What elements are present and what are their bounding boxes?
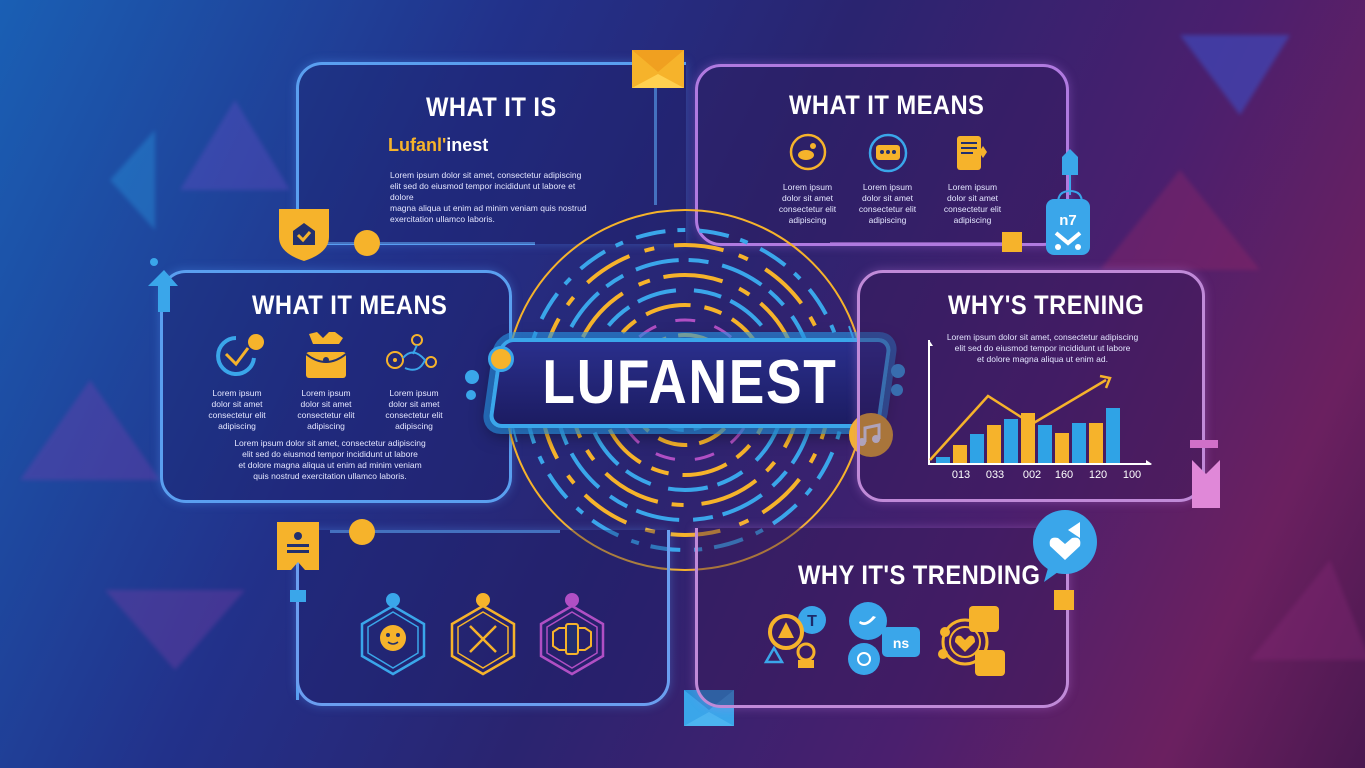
chart-bar xyxy=(936,457,950,463)
heart-speech-bubble-icon xyxy=(1030,510,1100,589)
brand-subtitle: Lufanl'inest xyxy=(388,135,488,156)
chart-x-tick: 100 xyxy=(1122,469,1142,481)
decor-dot xyxy=(891,364,905,378)
bookmark-icon xyxy=(1190,440,1224,517)
chart-x-axis xyxy=(928,463,1150,465)
ticket-hex-badge-icon xyxy=(539,592,605,681)
panel-title-what-it-means-top: WHAT IT MEANS xyxy=(789,90,985,120)
trend-chart xyxy=(928,340,1153,465)
center-title: LUFANEST xyxy=(542,348,838,417)
bg-triangle xyxy=(105,590,245,670)
bg-triangle xyxy=(1250,560,1365,660)
bg-triangle xyxy=(1180,35,1290,115)
chart-bar xyxy=(987,425,1001,463)
panel-what-it-means-left xyxy=(160,270,512,503)
what-it-is-body: Lorem ipsum dolor sit amet, consectetur … xyxy=(390,170,587,224)
bell-icon xyxy=(488,346,514,372)
crown-tag-icon xyxy=(277,522,319,577)
connector-dot xyxy=(349,519,375,545)
whys-trening-body: Lorem ipsum dolor sit amet, consectetur … xyxy=(946,332,1139,364)
envelope-icon xyxy=(632,50,684,93)
chart-x-tick: 160 xyxy=(1054,469,1074,481)
connector-line xyxy=(654,85,657,205)
connector-line xyxy=(305,242,535,245)
connector-square xyxy=(290,590,306,602)
globe-check-icon xyxy=(214,332,266,383)
chart-bar xyxy=(1038,425,1052,463)
network-nodes-icon xyxy=(385,332,441,383)
panel-title-what-it-means-left: WHAT IT MEANS xyxy=(252,290,448,320)
chart-bar xyxy=(1055,433,1069,463)
luggage-tag-icon: n7 xyxy=(1044,145,1092,262)
smiley-hex-badge-icon xyxy=(360,592,426,681)
chat-bubble-icon xyxy=(867,132,909,179)
chart-bar xyxy=(1072,423,1086,463)
what-it-means-left-item-text: Lorem ipsum dolor sit amet consectetur e… xyxy=(385,388,443,431)
what-it-means-top-item-text: Lorem ipsum dolor sit amet consectetur e… xyxy=(778,182,837,225)
what-it-means-left-body: Lorem ipsum dolor sit amet, consectetur … xyxy=(234,438,426,481)
bee-circle-icon xyxy=(788,132,828,177)
bg-triangle xyxy=(20,380,160,480)
chart-x-tick: 002 xyxy=(1022,469,1042,481)
chart-bar xyxy=(1106,408,1120,463)
chart-bar xyxy=(953,445,967,463)
chart-bar xyxy=(1021,413,1035,463)
chart-x-tick: 033 xyxy=(985,469,1005,481)
triangle-shapes-icon: T xyxy=(762,604,834,675)
trend-arrow-line xyxy=(928,340,1152,465)
chart-x-tick: 120 xyxy=(1088,469,1108,481)
what-it-means-top-item-text: Lorem ipsum dolor sit amet consectetur e… xyxy=(943,182,1002,225)
brand-subtitle-part1: Lufanl' xyxy=(388,135,447,155)
crossed-tools-hex-badge-icon xyxy=(450,592,516,681)
chart-y-axis xyxy=(928,340,930,464)
brand-subtitle-part2: inest xyxy=(446,135,489,155)
svg-text:n7: n7 xyxy=(1059,212,1077,229)
panel-what-it-is xyxy=(296,62,686,244)
decor-dot xyxy=(891,384,903,396)
bg-triangle xyxy=(1100,170,1260,270)
chart-x-tick: 013 xyxy=(951,469,971,481)
briefcase-icon xyxy=(303,330,349,385)
music-note-icon xyxy=(848,412,894,463)
what-it-means-top-item-text: Lorem ipsum dolor sit amet consectetur e… xyxy=(858,182,917,225)
bg-triangle xyxy=(180,100,290,190)
connector-dot xyxy=(354,230,380,256)
what-it-means-left-item-text: Lorem ipsum dolor sit amet consectetur e… xyxy=(208,388,266,431)
clipboard-icon xyxy=(955,132,989,177)
decor-dot xyxy=(465,370,479,384)
chart-bar xyxy=(1089,423,1103,463)
arrow-up-icon xyxy=(144,256,180,317)
chart-bar xyxy=(1004,419,1018,463)
chart-bar xyxy=(970,434,984,463)
panel-title-what-it-is: WHAT IT IS xyxy=(426,92,557,122)
decor-dot xyxy=(466,390,476,400)
connector-line xyxy=(330,530,560,533)
bg-triangle xyxy=(110,130,155,230)
connector-square xyxy=(1054,590,1074,610)
twitter-bubbles-icon: ns xyxy=(846,601,924,680)
connector-square xyxy=(1002,232,1022,252)
svg-text:T: T xyxy=(807,613,817,630)
panel-badges xyxy=(296,530,670,706)
panel-title-whys-trening: WHY'S TRENING xyxy=(948,290,1145,320)
shield-check-icon xyxy=(277,205,331,268)
heart-community-icon xyxy=(935,602,1009,683)
what-it-means-left-item-text: Lorem ipsum dolor sit amet consectetur e… xyxy=(297,388,355,431)
chart-bars xyxy=(936,340,1136,463)
panel-title-why-its-trending: WHY IT'S TRENDING xyxy=(798,560,1041,590)
svg-text:ns: ns xyxy=(893,635,910,651)
